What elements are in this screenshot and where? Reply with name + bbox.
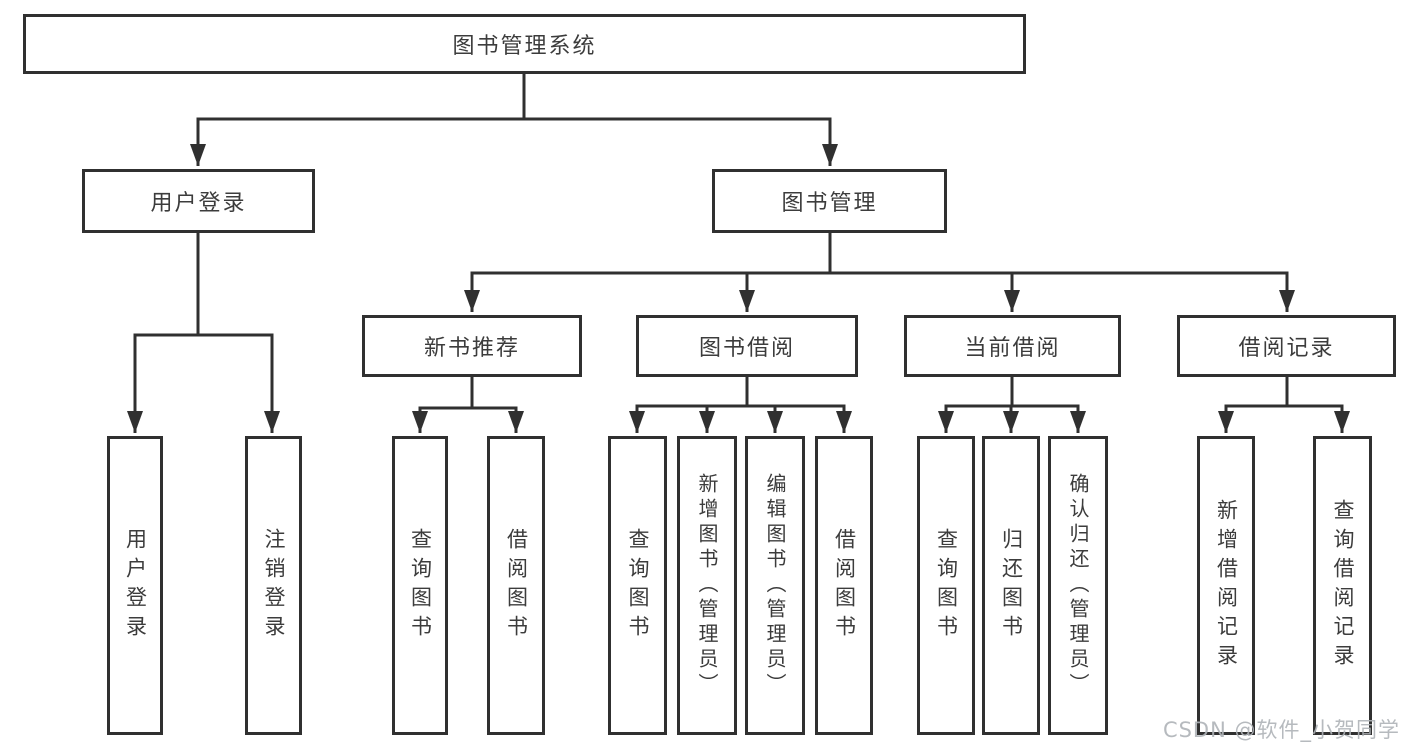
leaf-query-books-3: 查询图书	[917, 436, 975, 735]
connector-book-borrow-to-children	[629, 377, 852, 433]
connector-borrow-records-to-children	[1218, 377, 1350, 433]
node-label: 借阅图书	[832, 527, 857, 644]
node-book-management-branch: 图书管理	[712, 169, 947, 233]
leaf-query-borrow-record: 查询借阅记录	[1313, 436, 1372, 735]
node-borrowing-records: 借阅记录	[1177, 315, 1396, 377]
node-label: 借阅记录	[1238, 336, 1335, 361]
leaf-borrow-books-1: 借阅图书	[487, 436, 545, 735]
node-label: 借阅图书	[504, 527, 529, 644]
leaf-borrow-books-2: 借阅图书	[815, 436, 873, 735]
node-user-login-branch: 用户登录	[82, 169, 315, 233]
node-label: 注销登录	[262, 527, 286, 644]
node-label: 确认归还（管理员）	[1066, 473, 1090, 698]
node-label: 用户登录	[123, 527, 148, 644]
connector-current-borrow-to-children	[938, 377, 1086, 433]
node-label: 新书推荐	[423, 336, 520, 361]
connector-new-book-to-children	[412, 377, 524, 433]
node-book-borrowing: 图书借阅	[636, 315, 858, 377]
node-label: 图书管理	[781, 191, 878, 216]
leaf-logout: 注销登录	[245, 436, 302, 735]
node-label: 查询借阅记录	[1331, 498, 1355, 673]
leaf-confirm-return-admin: 确认归还（管理员）	[1048, 436, 1108, 735]
node-label: 图书管理系统	[452, 34, 597, 59]
leaf-add-borrow-record: 新增借阅记录	[1197, 436, 1255, 735]
node-label: 新增借阅记录	[1214, 498, 1239, 673]
node-library-management-system: 图书管理系统	[23, 14, 1026, 74]
csdn-watermark: CSDN @软件_小贺同学	[1162, 718, 1400, 742]
node-label: 编辑图书（管理员）	[763, 473, 787, 698]
node-label: 查询图书	[934, 527, 959, 644]
node-label: 图书借阅	[698, 336, 795, 361]
leaf-add-book-admin: 新增图书（管理员）	[677, 436, 737, 735]
node-new-book-recommend: 新书推荐	[362, 315, 582, 377]
leaf-user-login: 用户登录	[107, 436, 163, 735]
node-label: 查询图书	[408, 527, 433, 644]
leaf-return-books: 归还图书	[982, 436, 1040, 735]
connector-root-to-level2	[190, 74, 838, 166]
leaf-query-books-1: 查询图书	[392, 436, 448, 735]
leaf-query-books-2: 查询图书	[608, 436, 667, 735]
leaf-edit-book-admin: 编辑图书（管理员）	[745, 436, 805, 735]
node-label: 用户登录	[150, 191, 247, 216]
connector-user-login-to-children	[127, 233, 280, 433]
node-label: 当前借阅	[964, 336, 1061, 361]
node-label: 新增图书（管理员）	[695, 473, 719, 698]
node-label: 归还图书	[999, 527, 1024, 644]
node-current-borrowing: 当前借阅	[904, 315, 1121, 377]
node-label: 查询图书	[626, 527, 650, 644]
connector-book-mgmt-to-level3	[464, 233, 1295, 312]
